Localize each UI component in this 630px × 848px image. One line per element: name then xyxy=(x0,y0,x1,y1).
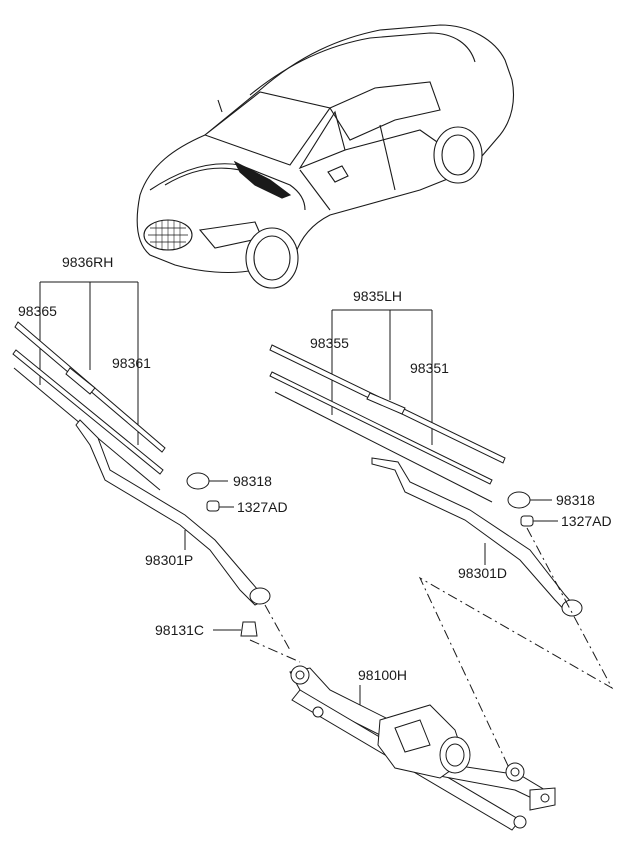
lh-cap xyxy=(507,491,531,509)
label-rh-blade: 98361 xyxy=(112,355,151,371)
label-lh-cap: 98318 xyxy=(556,492,595,508)
label-lh-arm: 98301D xyxy=(458,565,507,581)
label-rh-cap: 98318 xyxy=(233,473,272,489)
label-lh-set: 9835LH xyxy=(353,288,402,304)
label-rh-set: 9836RH xyxy=(62,254,113,270)
label-pivot-cap: 98131C xyxy=(155,622,204,638)
rh-blade-group xyxy=(12,281,271,606)
car-illustration xyxy=(136,24,515,289)
label-rh-nut: 1327AD xyxy=(237,499,288,515)
linkage-motor-assembly xyxy=(289,665,556,831)
rh-nut xyxy=(206,500,220,512)
label-rh-arm: 98301P xyxy=(145,552,193,568)
pivot-cap xyxy=(240,621,258,637)
lh-refill xyxy=(269,371,493,485)
label-lh-blade: 98351 xyxy=(410,360,449,376)
label-lh-refill: 98355 xyxy=(310,335,349,351)
rh-cap xyxy=(186,472,210,490)
lh-nut xyxy=(520,515,534,527)
label-lh-nut: 1327AD xyxy=(561,513,612,529)
rh-refill xyxy=(12,349,164,475)
label-linkage-motor: 98100H xyxy=(358,667,407,683)
label-rh-refill: 98365 xyxy=(18,303,57,319)
lh-blade-group xyxy=(269,309,583,617)
pivot-cap-group xyxy=(213,527,614,771)
lh-wiper-arm xyxy=(371,457,579,617)
